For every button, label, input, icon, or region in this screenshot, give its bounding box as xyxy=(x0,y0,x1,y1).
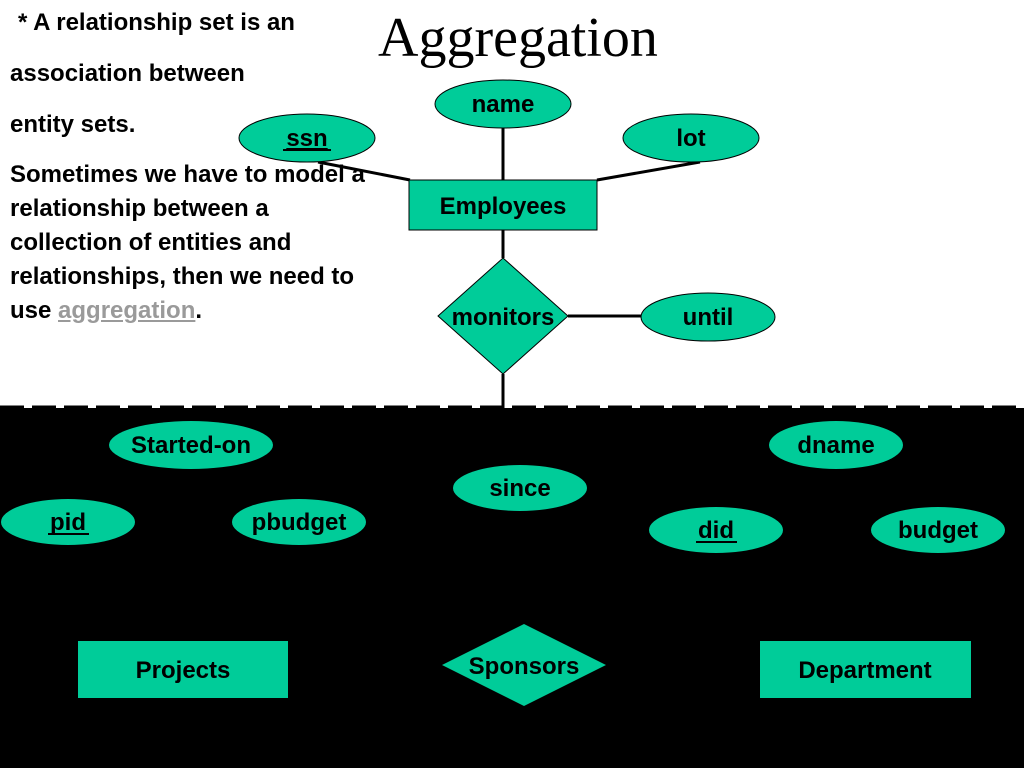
attribute-until: until xyxy=(640,292,776,342)
attribute-pbudget-ellipse xyxy=(232,499,366,545)
attribute-pbudget-label: pbudget xyxy=(252,509,347,536)
attribute-lot-label: lot xyxy=(676,125,705,152)
attribute-did-label: did xyxy=(698,517,734,544)
description-text: * A relationship set is an association b… xyxy=(10,6,370,328)
relationship-monitors: monitors xyxy=(437,257,569,375)
attribute-pid-label: pid xyxy=(50,509,86,536)
entity-employees-box xyxy=(408,179,598,231)
aggregation-border xyxy=(0,405,1024,411)
attribute-did-ellipse xyxy=(649,507,783,553)
attribute-since: since xyxy=(453,465,587,511)
attribute-started-on-label: Started-on xyxy=(131,432,251,459)
attribute-budget-ellipse xyxy=(871,507,1005,553)
attribute-name-ellipse xyxy=(434,79,572,129)
description-paragraph: Sometimes we have to model a relationshi… xyxy=(10,158,370,328)
connector-lot-employees xyxy=(596,160,701,182)
entity-projects: Projects xyxy=(78,641,288,698)
entity-projects-label: Projects xyxy=(136,657,231,684)
attribute-until-label: until xyxy=(683,304,734,331)
relationship-monitors-label: monitors xyxy=(452,304,555,331)
attribute-since-ellipse xyxy=(453,465,587,511)
entity-employees: Employees xyxy=(408,179,598,231)
attribute-pid: pid xyxy=(1,499,135,545)
attribute-dname: dname xyxy=(769,421,903,469)
entity-department: Department xyxy=(760,641,971,698)
connector-ssn-employees xyxy=(317,160,411,182)
slide-title: Aggregation xyxy=(378,7,658,69)
attribute-pbudget: pbudget xyxy=(232,499,366,545)
attribute-ssn-label: ssn xyxy=(286,125,327,152)
attribute-dname-ellipse xyxy=(769,421,903,469)
attribute-budget-label: budget xyxy=(898,517,978,544)
attribute-did: did xyxy=(649,507,783,553)
description-line-1: * A relationship set is an xyxy=(18,9,295,36)
relationship-sponsors: Sponsors xyxy=(442,624,606,706)
attribute-lot: lot xyxy=(622,113,760,163)
attribute-budget: budget xyxy=(871,507,1005,553)
relationship-monitors-diamond xyxy=(437,257,569,375)
attribute-name: name xyxy=(434,79,572,129)
attribute-pid-ellipse xyxy=(1,499,135,545)
attribute-since-label: since xyxy=(489,475,550,502)
description-line-2: association between xyxy=(10,60,245,87)
description-body: Sometimes we have to model a relationshi… xyxy=(10,161,365,324)
attribute-until-ellipse xyxy=(640,292,776,342)
entity-employees-label: Employees xyxy=(440,193,567,220)
attribute-lot-ellipse xyxy=(622,113,760,163)
entity-department-box xyxy=(760,641,971,698)
attribute-ssn: ssn xyxy=(238,113,376,163)
attribute-started-on: Started-on xyxy=(109,421,273,469)
attribute-name-label: name xyxy=(472,91,535,118)
aggregation-link[interactable]: aggregation xyxy=(58,297,196,324)
relationship-sponsors-label: Sponsors xyxy=(469,653,580,680)
attribute-started-on-ellipse xyxy=(109,421,273,469)
description-end: . xyxy=(195,297,203,324)
entity-department-label: Department xyxy=(798,657,931,684)
connectors xyxy=(317,128,701,410)
attribute-dname-label: dname xyxy=(797,432,874,459)
relationship-sponsors-diamond xyxy=(442,624,606,706)
entity-projects-box xyxy=(78,641,288,698)
attribute-ssn-ellipse xyxy=(238,113,376,163)
description-line-3: entity sets. xyxy=(10,111,136,138)
